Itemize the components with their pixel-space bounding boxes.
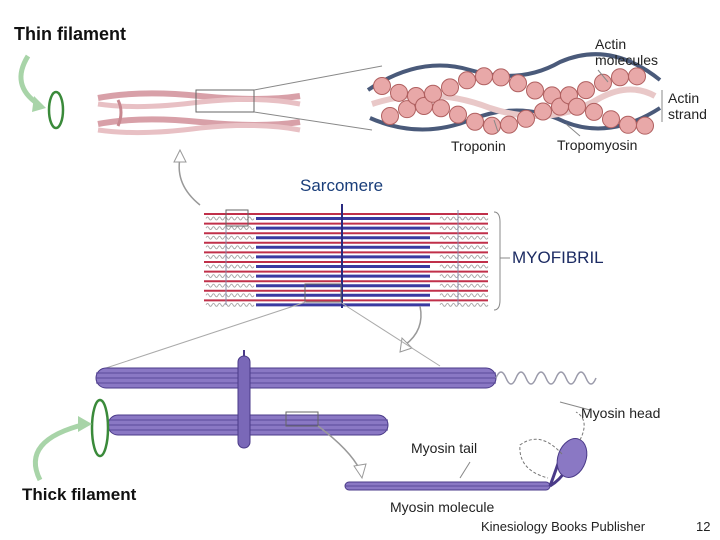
sarcomere-block (204, 204, 489, 308)
actin-bead (449, 105, 467, 124)
actin-strand-label: Actin strand (668, 90, 707, 122)
actin-bead (585, 102, 603, 121)
titin-spring (439, 302, 489, 307)
zoom-guide-line (99, 301, 307, 371)
actin-bead (398, 100, 416, 119)
thick-filament-indicator (90, 398, 110, 458)
actin-bead (492, 68, 510, 87)
myosin-tail-label: Myosin tail (411, 440, 478, 456)
actin-bead (458, 71, 476, 90)
actin-molecules-label: Actin molecules (595, 36, 658, 68)
titin-spring (205, 226, 255, 231)
page-number: 12 (696, 519, 711, 534)
arrow-head (173, 148, 187, 163)
titin-spring (205, 254, 255, 259)
titin-spring (205, 216, 255, 221)
myosin-head-pointer (559, 401, 591, 411)
actin-bead (577, 81, 595, 100)
actin-bead (526, 81, 544, 100)
tropomyosin-label: Tropomyosin (557, 137, 638, 153)
titin-spring (205, 235, 255, 240)
actin-bead (432, 99, 450, 118)
titin-spring (439, 264, 489, 269)
actin-molecules-pointer (597, 69, 609, 83)
actin-bead (441, 78, 459, 97)
actin-bead (509, 74, 527, 93)
zoom-guide-line (253, 111, 373, 131)
thin-filament-indicator (47, 90, 65, 130)
thick-filament-zoom-box (285, 411, 319, 427)
actin-molecules-label-line: molecules (595, 52, 659, 69)
actin-bead (475, 67, 493, 86)
actin-bead (517, 109, 535, 128)
titin-spring (205, 245, 255, 250)
thin-filament-strand (97, 90, 301, 136)
zoom-guide-line (339, 301, 441, 367)
myosin-molecule-label: Myosin molecule (390, 499, 495, 515)
publisher-footer: Kinesiology Books Publisher (481, 519, 646, 534)
green-curved-arrow (32, 421, 87, 482)
actin-bead (373, 77, 391, 95)
myosin-tail-pointer (459, 461, 471, 479)
actin-bead (568, 97, 586, 116)
actin-bead (619, 115, 637, 134)
titin-spring (439, 283, 489, 288)
titin-spring (439, 254, 489, 259)
actin-strand-label-line: Actin (668, 90, 700, 106)
titin-spring (439, 226, 489, 231)
actin-bead (628, 67, 646, 86)
titin-spring (439, 216, 489, 221)
titin-spring (439, 293, 489, 298)
titin-spring (205, 293, 255, 298)
green-arrow-head (32, 96, 46, 112)
titin-spring (205, 283, 255, 288)
titin-spring (205, 274, 255, 279)
thick-filament-label: Thick filament (22, 485, 137, 504)
arrow-to-thin-filament (178, 157, 201, 206)
troponin-label: Troponin (451, 138, 506, 154)
actin-bead (611, 68, 629, 87)
myofibril-label: MYOFIBRIL (512, 248, 604, 267)
arrow-head (353, 463, 367, 480)
green-arrow-head (78, 416, 92, 432)
actin-bead (602, 110, 620, 129)
sarcomere-label: Sarcomere (300, 176, 384, 195)
troponin-pointer (493, 119, 499, 133)
zoom-guide-line (253, 65, 383, 91)
thin-filament-zoom-box (195, 89, 255, 113)
actin-bead (594, 73, 612, 92)
actin-beads (373, 67, 654, 135)
titin-spring (205, 302, 255, 307)
actin-bead (381, 107, 399, 125)
myosin-molecule-shape (344, 411, 588, 491)
actin-bead (500, 115, 518, 134)
m-line-connector (237, 350, 251, 449)
titin-spring (439, 274, 489, 279)
titin-spring (439, 245, 489, 250)
green-curved-arrow (18, 54, 40, 107)
actin-strand-label-line: strand (668, 106, 707, 123)
arrow-head (399, 336, 413, 353)
actin-bead (424, 84, 442, 103)
thick-filament-upper (95, 367, 597, 389)
actin-molecules-label-line: Actin (595, 36, 627, 52)
tropomyosin-pointer (565, 123, 581, 137)
myofibril-bracket (493, 211, 501, 311)
actin-bead (466, 112, 484, 131)
arrow-to-thick-filament (404, 305, 422, 346)
actin-bead (534, 102, 552, 121)
titin-spring (205, 264, 255, 269)
myosin-head-label: Myosin head (581, 405, 661, 421)
actin-bead (636, 116, 654, 135)
actin-bead (390, 83, 408, 102)
thin-filament-label: Thin filament (14, 24, 126, 44)
titin-spring (439, 235, 489, 240)
